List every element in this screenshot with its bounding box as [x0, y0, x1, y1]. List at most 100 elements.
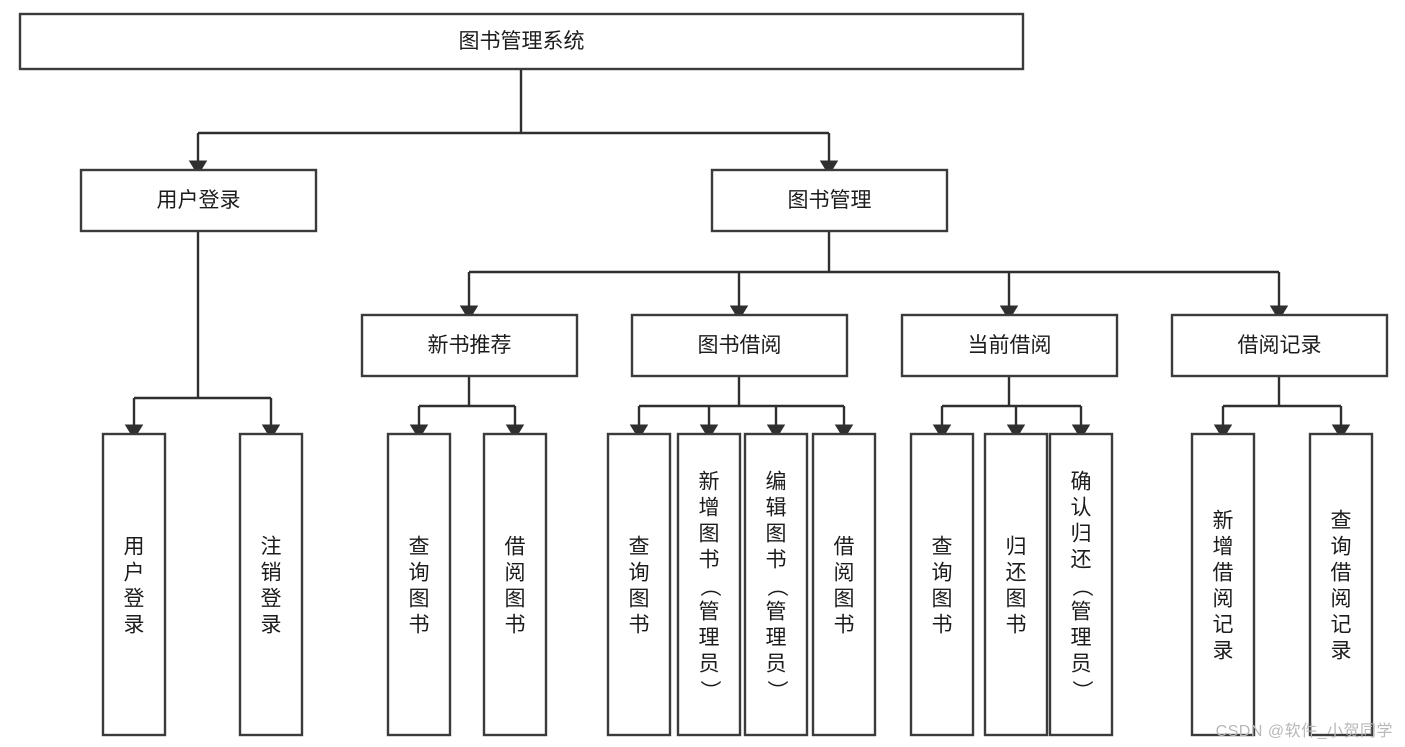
node-label-char: 员 — [1071, 653, 1092, 676]
connector-bus-new-book-to-leaves — [419, 376, 515, 408]
node-box[interactable] — [18, 12, 1025, 71]
node-label-char: 编 — [766, 471, 787, 494]
node-label-char: 书 — [834, 614, 855, 637]
node-label-char: ） — [698, 680, 721, 701]
node-label-char: 书 — [629, 614, 650, 637]
node-label-char: 管 — [699, 601, 720, 624]
node-label-char: 录 — [124, 614, 145, 637]
connector-bus-book-mgmt-to-level3 — [469, 231, 1279, 274]
node-label-char: 员 — [766, 653, 787, 676]
node-box[interactable] — [238, 432, 304, 737]
node-label-char: 管 — [766, 601, 787, 624]
node-box[interactable] — [1308, 432, 1374, 737]
node-label: 用户登录 — [157, 189, 241, 212]
node-box[interactable] — [79, 168, 318, 233]
node-label-char: 询 — [409, 562, 430, 585]
node-label-char: 记 — [1331, 614, 1352, 637]
node-label-char: 书 — [1006, 614, 1027, 637]
connector-bus-borrow-to-leaves — [639, 376, 844, 408]
node-label-char: 查 — [1331, 510, 1352, 533]
node-label-char: 销 — [261, 562, 282, 585]
level3-node-当前借阅[interactable]: 当前借阅 — [900, 313, 1119, 378]
node-label-char: 图 — [1006, 588, 1027, 611]
node-label-char: 认 — [1071, 497, 1092, 520]
node-label: 当前借阅 — [968, 334, 1052, 357]
node-box[interactable] — [101, 432, 167, 737]
node-label-char: 理 — [766, 627, 787, 650]
node-label-char: 借 — [1213, 562, 1234, 585]
node-label-char: 图 — [699, 523, 720, 546]
node-box[interactable] — [676, 432, 742, 737]
node-box[interactable] — [710, 168, 949, 233]
node-box[interactable] — [360, 313, 579, 378]
node-label-char: 询 — [1331, 536, 1352, 559]
node-label: 图书借阅 — [698, 334, 782, 357]
node-label: 图书管理系统 — [459, 30, 585, 53]
node-label-char: 录 — [1331, 640, 1352, 663]
node-box[interactable] — [630, 313, 849, 378]
level2-node-图书管理[interactable]: 图书管理 — [710, 168, 949, 233]
root-node-图书管理系统[interactable]: 图书管理系统 — [18, 12, 1025, 71]
node-label-char: 还 — [1006, 562, 1027, 585]
level2-node-用户登录[interactable]: 用户登录 — [79, 168, 318, 233]
node-label: 新书推荐 — [428, 334, 512, 357]
node-label-char: 员 — [699, 653, 720, 676]
connector-layer — [124, 69, 1351, 440]
node-label-char: 借 — [505, 536, 526, 559]
connector-bus-root-to-level2 — [198, 69, 829, 135]
node-box[interactable] — [386, 432, 452, 737]
node-label-char: 图 — [766, 523, 787, 546]
node-label-char: ） — [765, 680, 788, 701]
node-label-char: 询 — [629, 562, 650, 585]
node-label-char: 确 — [1071, 471, 1092, 494]
node-label-char: 增 — [699, 497, 720, 520]
watermark-text: CSDN @软件_小贺同学 — [1215, 723, 1393, 740]
node-box[interactable] — [606, 432, 672, 737]
node-label: 图书管理 — [788, 189, 872, 212]
connector-bus-user-login-to-leaves — [134, 231, 271, 400]
node-label-char: 书 — [505, 614, 526, 637]
level3-node-图书借阅[interactable]: 图书借阅 — [630, 313, 849, 378]
leaf-node-用户登录[interactable]: 用户登录 — [101, 432, 167, 737]
node-label-char: 用 — [124, 536, 145, 559]
node-box[interactable] — [909, 432, 975, 737]
node-box[interactable] — [1048, 432, 1114, 737]
node-label-char: 图 — [629, 588, 650, 611]
node-label-char: 阅 — [1213, 588, 1234, 611]
node-box[interactable] — [482, 432, 548, 737]
node-label-char: 询 — [932, 562, 953, 585]
node-label-char: ） — [1070, 680, 1093, 701]
node-label: 借阅记录 — [1238, 334, 1322, 357]
node-box[interactable] — [743, 432, 809, 737]
node-label-char: 查 — [629, 536, 650, 559]
node-label-char: 书 — [766, 549, 787, 572]
node-box[interactable] — [1190, 432, 1256, 737]
connector-bus-record-to-leaves — [1223, 376, 1341, 408]
node-label-char: 户 — [124, 562, 145, 585]
level3-node-新书推荐[interactable]: 新书推荐 — [360, 313, 579, 378]
node-box[interactable] — [1170, 313, 1389, 378]
node-box[interactable] — [811, 432, 877, 737]
node-label-char: 书 — [932, 614, 953, 637]
node-label-char: 归 — [1006, 536, 1027, 559]
node-box[interactable] — [900, 313, 1119, 378]
level3-node-借阅记录[interactable]: 借阅记录 — [1170, 313, 1389, 378]
node-label-char: （ — [1070, 576, 1093, 597]
node-label-char: 阅 — [834, 562, 855, 585]
node-label-char: 图 — [834, 588, 855, 611]
node-label-char: 辑 — [766, 497, 787, 520]
node-box[interactable] — [983, 432, 1049, 737]
